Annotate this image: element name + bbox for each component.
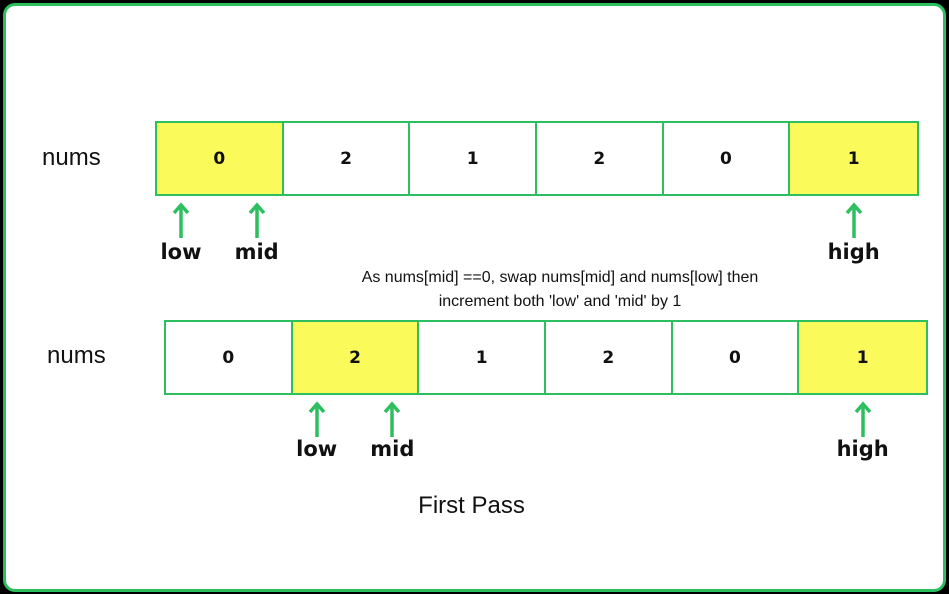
array-cell: 0 — [166, 322, 293, 393]
pointer-label-low: low — [160, 240, 202, 264]
pointer-label-low: low — [296, 437, 338, 461]
pass-title: First Pass — [418, 492, 525, 519]
array-cell: 0 — [663, 123, 791, 194]
array-cell: 1 — [799, 322, 926, 393]
caption-line-2: increment both 'low' and 'mid' by 1 — [438, 293, 682, 310]
array-cell: 0 — [672, 322, 800, 393]
row-2-label: nums — [47, 342, 106, 369]
pointer-label-high: high — [827, 240, 880, 264]
pointer-arrow-high — [843, 401, 883, 437]
pointer-arrow-mid — [237, 202, 277, 238]
array-cell: 1 — [790, 123, 917, 194]
diagram-frame — [3, 3, 946, 592]
pointer-label-mid: mid — [370, 437, 415, 461]
pointer-arrow-low — [297, 401, 337, 437]
array-cell: 1 — [410, 123, 537, 194]
array-cell: 2 — [292, 322, 420, 393]
pointer-arrow-low — [161, 202, 201, 238]
row-1-label: nums — [42, 144, 101, 171]
array-cell: 2 — [545, 322, 673, 393]
pointer-label-high: high — [836, 437, 889, 461]
pointer-arrow-high — [834, 202, 874, 238]
array-cell: 0 — [157, 123, 284, 194]
array-cell: 1 — [419, 322, 546, 393]
pointer-label-mid: mid — [234, 240, 279, 264]
array-cell: 2 — [536, 123, 664, 194]
array-cell: 2 — [283, 123, 411, 194]
explanation-caption: As nums[mid] ==0, swap nums[mid] and num… — [240, 266, 880, 314]
pointer-arrow-mid — [372, 401, 412, 437]
caption-line-1: As nums[mid] ==0, swap nums[mid] and num… — [361, 269, 759, 286]
